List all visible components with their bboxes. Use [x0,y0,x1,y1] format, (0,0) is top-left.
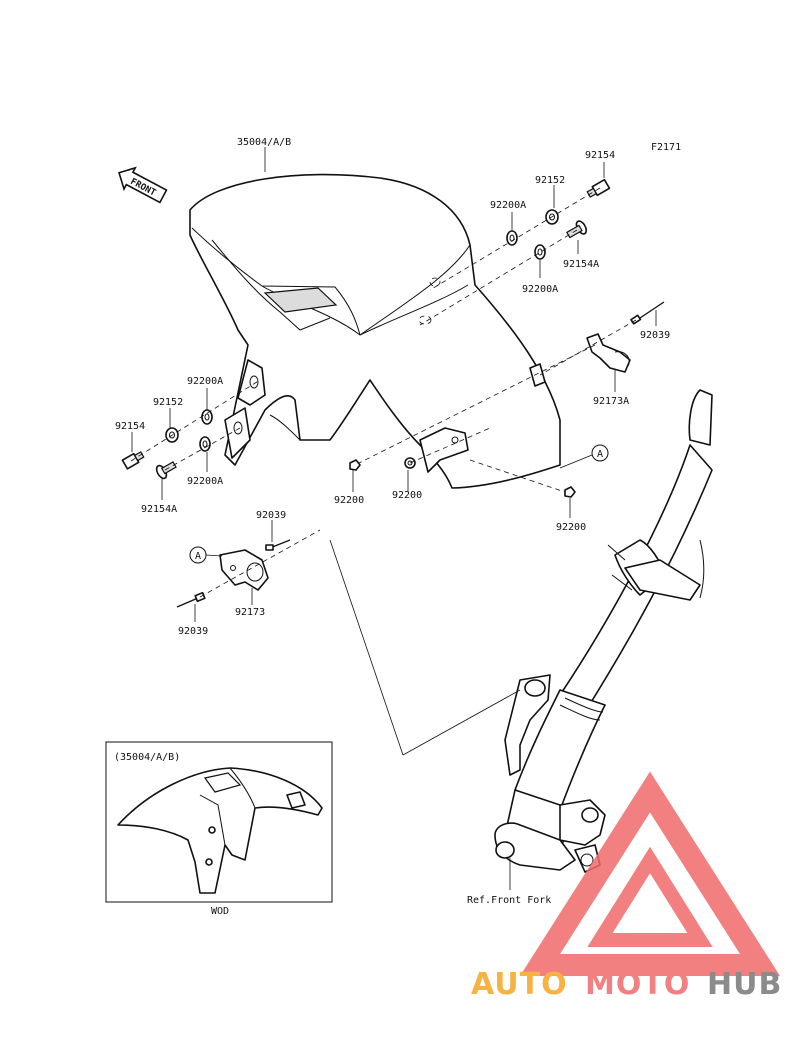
label-92152-top: 92152 [535,175,565,186]
washer-92200a-top [506,230,518,246]
bolt-92154a-top [566,220,588,239]
clamp-92173a [586,333,631,373]
diagram-code: F2171 [651,142,681,153]
label-92039-right: 92039 [640,330,670,341]
front-fender [189,173,561,489]
label-92154a-top: 92154A [563,259,599,270]
washer-92200a-left-upper [201,409,213,425]
label-92200-2: 92200 [392,490,422,501]
logo-hub: HUB [707,967,782,1002]
front-fork [494,389,713,873]
hardware-top-right [419,178,611,326]
logo-moto: MOTO [585,967,690,1002]
washer-92200a-left-lower [199,436,211,452]
label-92039-left-lower: 92039 [178,626,208,637]
label-92200-1: 92200 [334,495,364,506]
callout-a-right: A [559,444,609,469]
label-92200a-lower: 92200A [522,284,558,295]
inset-box: (35004/A/B) WOD [105,741,333,917]
logo-auto: AUTO [471,967,568,1002]
pin-92039-left-upper [265,539,291,551]
label-92200-3: 92200 [556,522,586,533]
label-92200a-top: 92200A [490,200,526,211]
label-92200a-left-lower: 92200A [187,476,223,487]
pin-92039-right [630,301,665,325]
hardware-left [121,379,261,480]
label-92173: 92173 [235,607,265,618]
inset-title: (35004/A/B) [114,752,180,763]
label-ref-front-fork: Ref.Front Fork [467,895,551,906]
front-arrow-icon: FRONT [118,166,168,204]
label-92154-top: 92154 [585,150,615,161]
label-92173a: 92173A [593,396,629,407]
label-35004: 35004/A/B [237,137,291,148]
pin-92039-left-lower [176,591,206,608]
label-92154-left: 92154 [115,421,145,432]
label-92039-left-upper: 92039 [256,510,286,521]
svg-text:A: A [597,449,603,460]
nut-92200-3 [564,486,576,498]
label-92152-left: 92152 [153,397,183,408]
inset-caption: WOD [211,906,229,917]
clamp-92173 [219,549,269,591]
washer-92200a-lower [534,244,546,260]
callout-a-left: A [189,546,223,564]
nut-92200-1 [349,459,361,471]
label-92200a-left-upper: 92200A [187,376,223,387]
svg-text:A: A [195,551,201,562]
automotohub-logo: AUTO MOTO HUB [471,771,782,1002]
label-92154a-left: 92154A [141,504,177,515]
